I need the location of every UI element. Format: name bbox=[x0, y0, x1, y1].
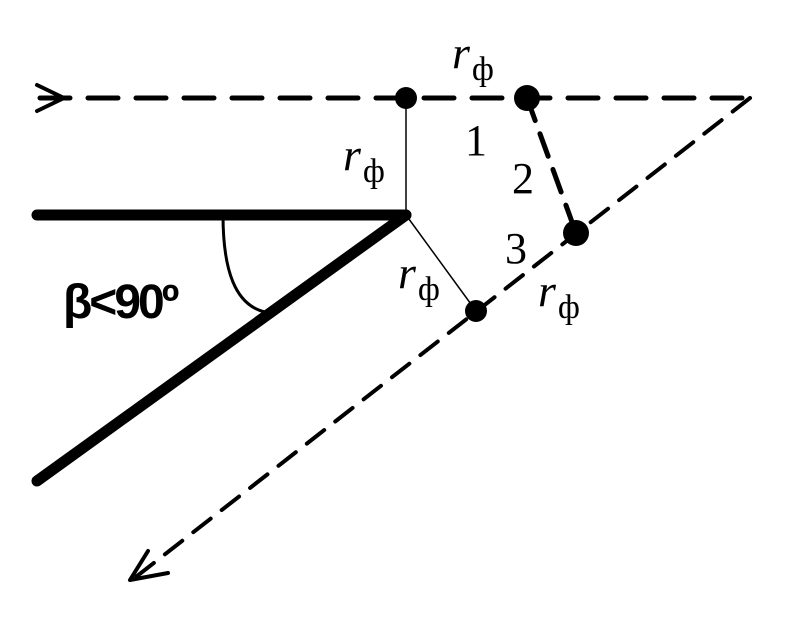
arrowhead-down-left-icon bbox=[128, 549, 170, 582]
point-label-3: 3 bbox=[505, 224, 527, 273]
angle-label: β<90º bbox=[63, 276, 179, 329]
radius-label-diagonal: rф bbox=[398, 247, 440, 308]
point-label-1: 1 bbox=[465, 116, 487, 165]
point-large-top bbox=[514, 85, 540, 111]
point-large-diagonal bbox=[563, 220, 589, 246]
radius-label-vertical: rф bbox=[343, 129, 385, 190]
outgoing-dashed-path bbox=[130, 96, 752, 582]
point-label-2: 2 bbox=[512, 154, 534, 203]
tangent-point-top bbox=[395, 87, 417, 109]
radius-line-diagonal bbox=[405, 214, 477, 312]
radius-label-right: rф bbox=[538, 265, 580, 326]
arrowhead-right-icon bbox=[35, 83, 66, 113]
angle-arc bbox=[221, 214, 266, 314]
wedge-bottom-edge bbox=[31, 209, 412, 487]
shortcut-dashed-path bbox=[524, 95, 579, 236]
tangent-point-diagonal bbox=[465, 300, 487, 322]
radius-label-top: rф bbox=[452, 27, 494, 88]
